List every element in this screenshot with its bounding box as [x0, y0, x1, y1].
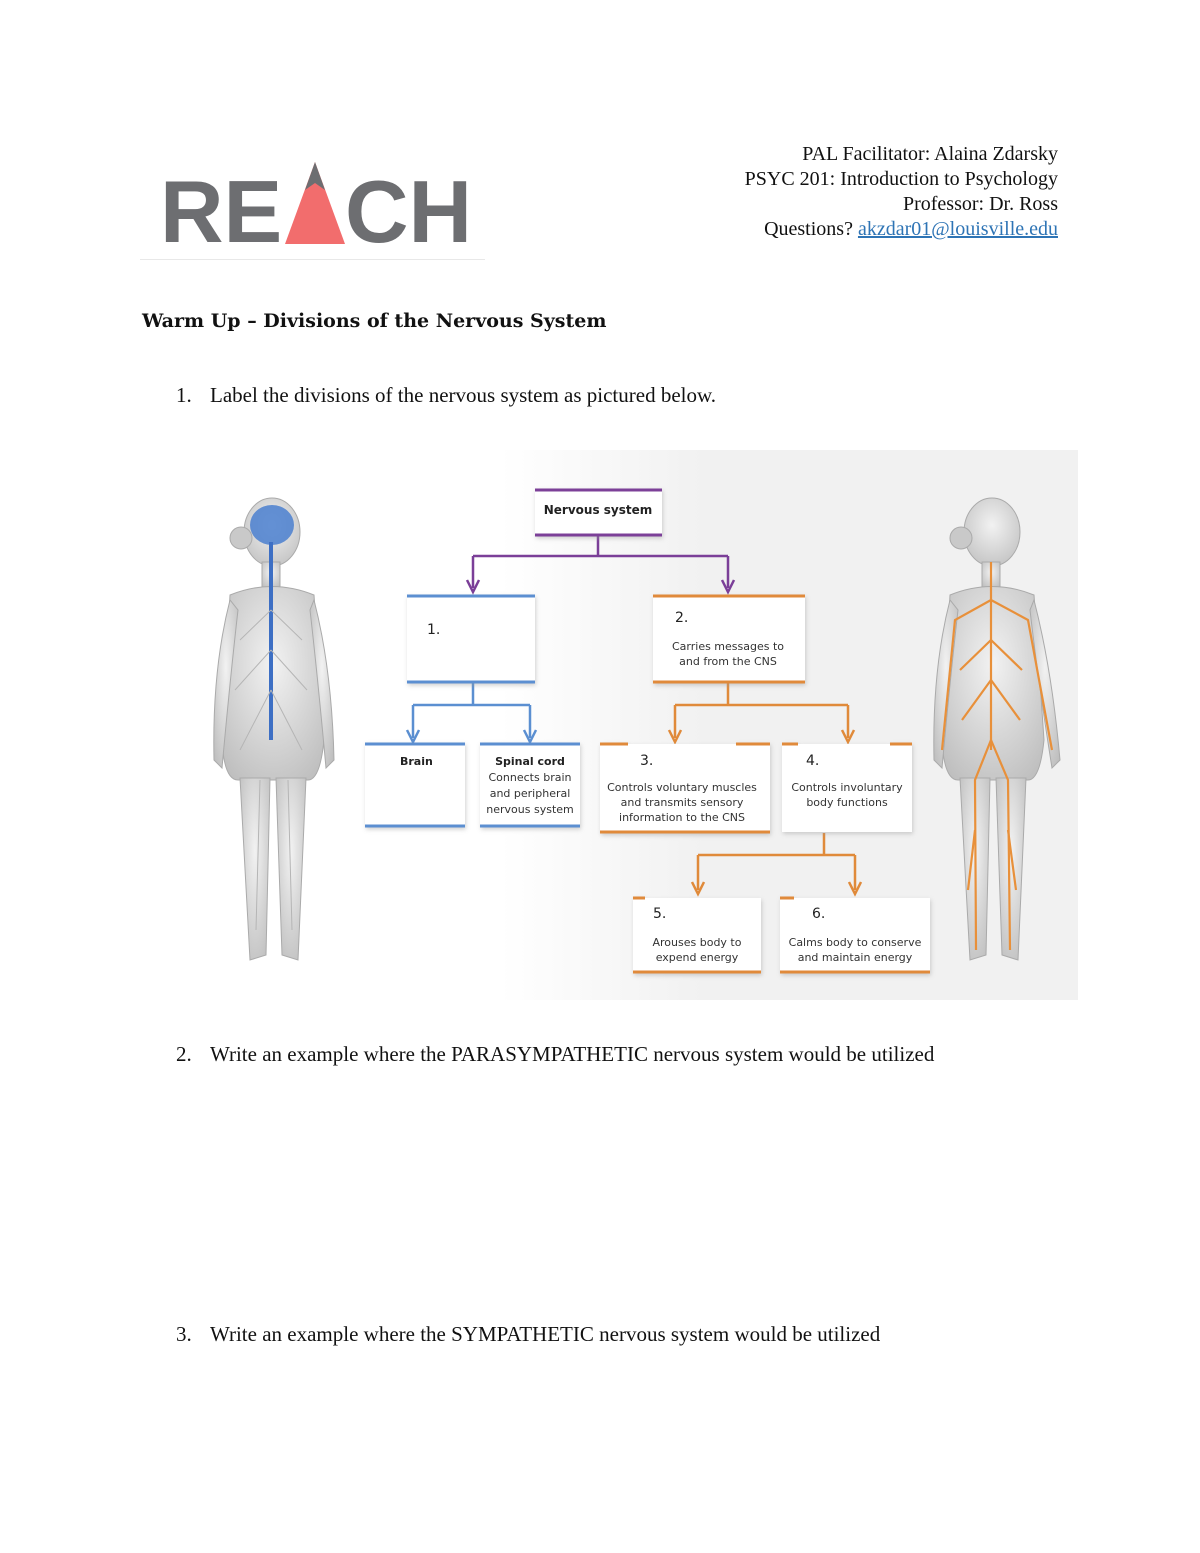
question-3: 3. Write an example where the SYMPATHETIC…: [176, 1322, 880, 1347]
connector-root: [465, 536, 736, 595]
section-heading: Warm Up – Divisions of the Nervous Syste…: [142, 310, 607, 332]
connector-pns: [667, 683, 863, 897]
question-number: 2.: [176, 1042, 192, 1066]
logo-mountain-icon: [285, 162, 345, 244]
questions-label: Questions?: [764, 218, 853, 240]
right-body-figure: [933, 497, 1061, 961]
question-2: 2. Write an example where the PARASYMPATH…: [176, 1042, 934, 1067]
box-5-number: 5.: [653, 906, 666, 922]
root-label: Nervous system: [544, 503, 653, 517]
box-3-line-3: information to the CNS: [619, 811, 745, 824]
box-2-line-1: Carries messages to: [672, 640, 784, 653]
box-4-number: 4.: [806, 753, 819, 769]
reach-logo: RE CH: [140, 150, 485, 262]
logo-text-left: RE: [160, 162, 282, 261]
box-6: [780, 896, 930, 974]
course: PSYC 201: Introduction to Psychology: [744, 168, 1058, 190]
box-6-line-1: Calms body to conserve: [789, 936, 922, 949]
question-1: 1. Label the divisions of the nervous sys…: [176, 383, 716, 408]
professor: Professor: Dr. Ross: [902, 193, 1058, 215]
left-body-figure: [213, 497, 335, 961]
question-text: Write an example where the PARASYMPATHET…: [210, 1042, 935, 1066]
box-5-line-2: expend energy: [656, 951, 739, 964]
reach-logo-graphic: RE CH: [160, 162, 472, 261]
root-box: [535, 488, 662, 537]
logo-peak-icon: [305, 162, 325, 190]
diagram-svg: Nervous system 1. 2. Carries messages to…: [213, 450, 1078, 1000]
spinal-line-3: nervous system: [486, 803, 573, 816]
box-3: [600, 742, 770, 834]
questions-contact: Questions? akzdar01@louisville.edu: [745, 217, 1058, 242]
box-1-number: 1.: [427, 622, 440, 638]
spinal-cord-box: [480, 742, 580, 828]
email-link[interactable]: akzdar01@louisville.edu: [857, 218, 1058, 240]
spinal-line-1: Connects brain: [489, 771, 572, 784]
connector-cns: [405, 683, 538, 745]
box-5: [633, 896, 761, 974]
box-1: [407, 594, 535, 684]
box-3-line-1: Controls voluntary muscles: [607, 781, 757, 794]
brain-title: Brain: [400, 755, 433, 768]
nervous-system-diagram: Nervous system 1. 2. Carries messages to…: [200, 450, 1078, 1000]
connectors: [405, 536, 863, 897]
question-number: 3.: [176, 1322, 192, 1346]
question-text: Label the divisions of the nervous syste…: [210, 383, 717, 407]
box-2-line-2: and from the CNS: [679, 655, 777, 668]
box-2: [653, 594, 805, 684]
box-4-line-1: Controls involuntary: [791, 781, 903, 794]
logo-text-right: CH: [345, 162, 472, 261]
logo-divider: [140, 259, 485, 260]
box-4: [782, 742, 912, 832]
box-3-line-2: and transmits sensory: [621, 796, 744, 809]
brain-box: [365, 742, 465, 828]
facilitator: PAL Facilitator: Alaina Zdarsky: [802, 143, 1058, 165]
question-text: Write an example where the SYMPATHETIC n…: [210, 1322, 881, 1346]
box-2-number: 2.: [675, 610, 688, 626]
spinal-line-2: and peripheral: [490, 787, 571, 800]
box-5-line-1: Arouses body to: [653, 936, 742, 949]
question-number: 1.: [176, 383, 192, 407]
box-6-line-2: and maintain energy: [798, 951, 913, 964]
box-3-number: 3.: [640, 753, 653, 769]
header-info: PAL Facilitator: Alaina Zdarsky PSYC 201…: [745, 142, 1058, 242]
box-4-line-2: body functions: [806, 796, 888, 809]
brain-highlight: [250, 505, 294, 545]
peripheral-nerves-highlight: [940, 562, 1054, 951]
box-6-number: 6.: [812, 906, 825, 922]
spinal-title: Spinal cord: [495, 755, 565, 768]
